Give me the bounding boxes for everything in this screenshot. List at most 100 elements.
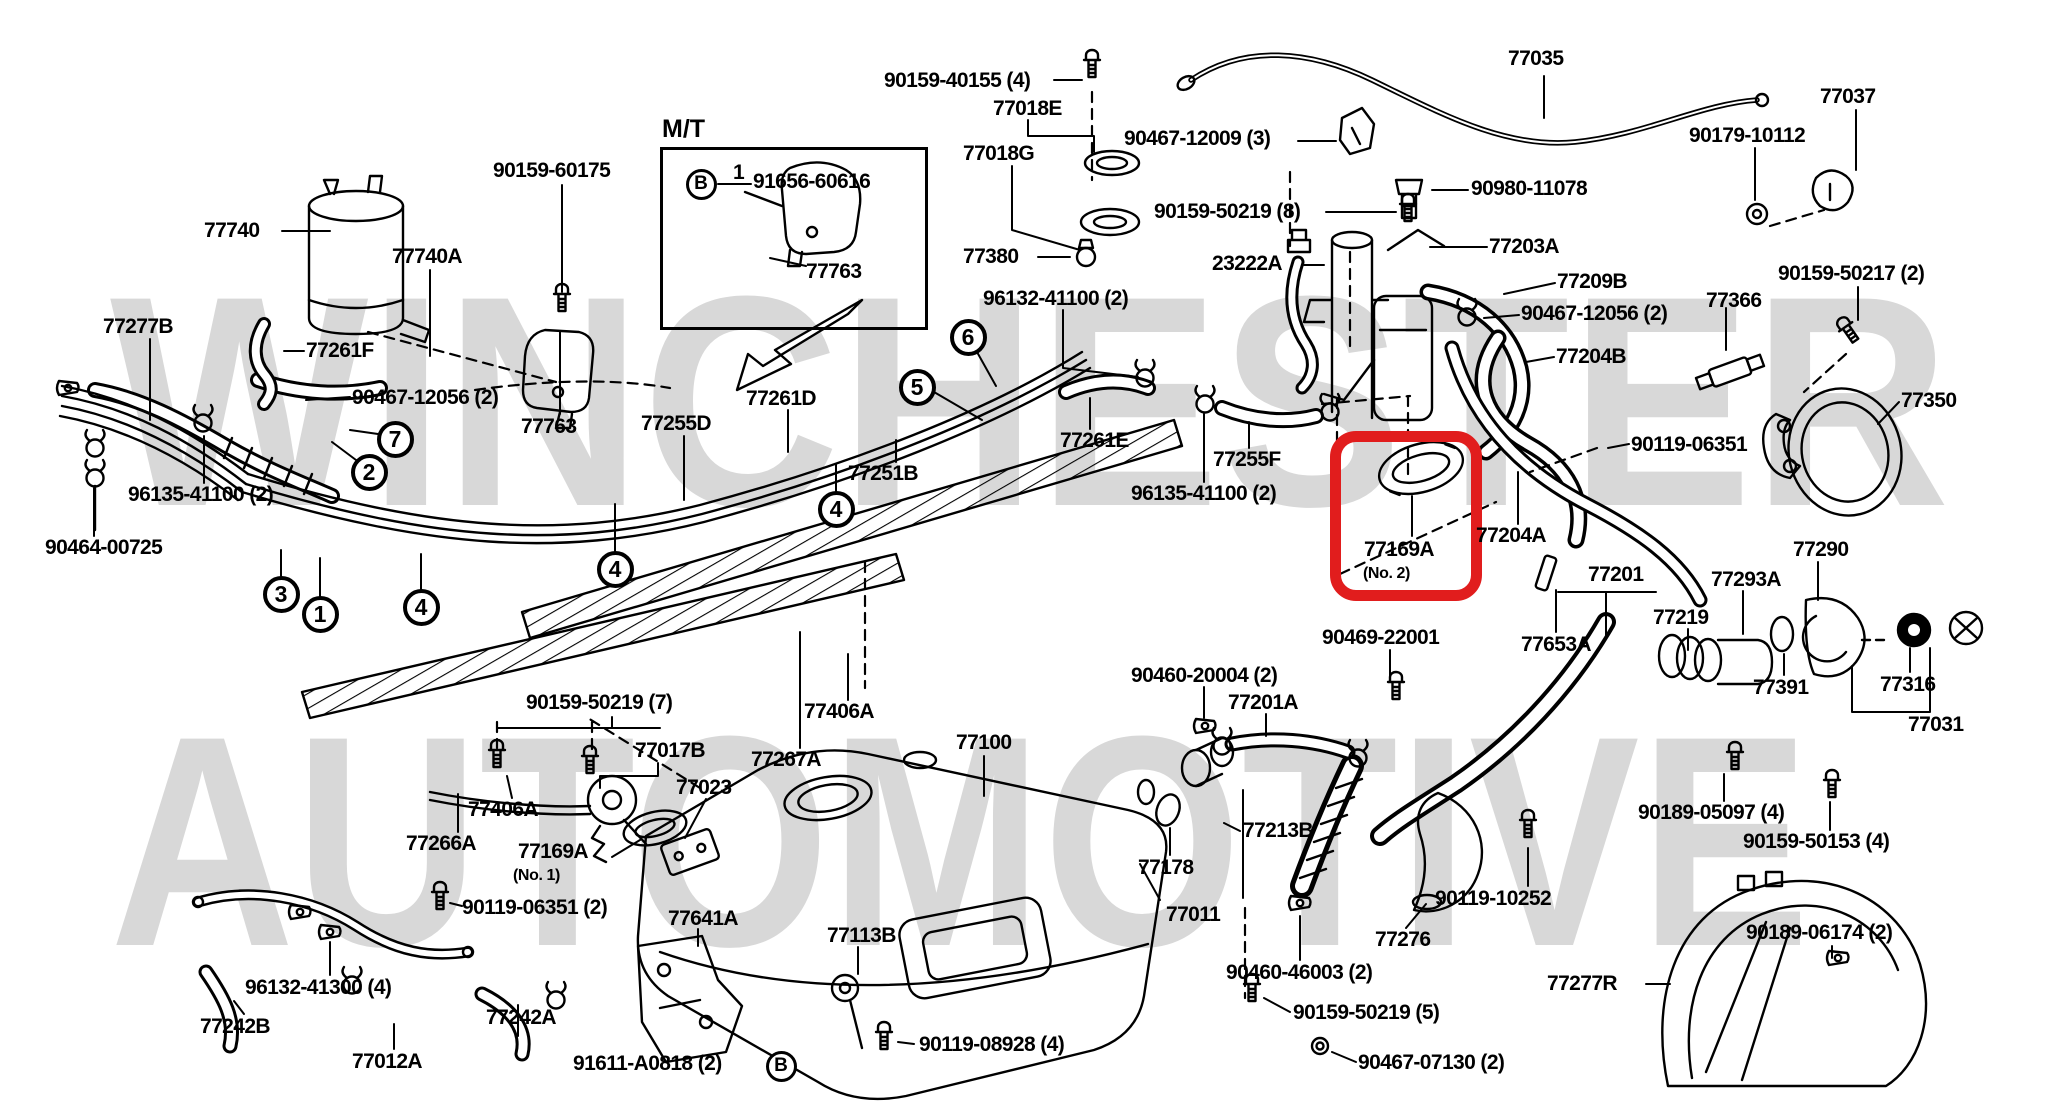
part-label-77169a: 77169A bbox=[518, 840, 589, 863]
watermark-line2: AUTOMOTIVE bbox=[110, 673, 1810, 1009]
part-label-77169a: 77169A bbox=[1364, 538, 1435, 561]
accelerator-cable-drawing bbox=[1176, 52, 1854, 226]
part-label-77290: 77290 bbox=[1793, 538, 1849, 561]
part-label-90980-11078: 90980-11078 bbox=[1471, 177, 1588, 200]
mt-inset-box bbox=[660, 147, 928, 330]
part-label-90467-12056-2: 90467-12056 (2) bbox=[1521, 302, 1668, 325]
part-label-90464-00725: 90464-00725 bbox=[45, 536, 163, 559]
part-label-96132-41300-4: 96132-41300 (4) bbox=[245, 976, 392, 999]
part-label-77251b: 77251B bbox=[848, 462, 919, 485]
part-label-77261d: 77261D bbox=[746, 387, 817, 410]
part-label-90159-50217-2: 90159-50217 (2) bbox=[1778, 262, 1925, 285]
part-label-77255f: 77255F bbox=[1213, 448, 1281, 471]
fuel-lines-drawing bbox=[58, 350, 1092, 545]
part-label-77266a: 77266A bbox=[406, 832, 477, 855]
part-label-90467-12009-3: 90467-12009 (3) bbox=[1124, 127, 1271, 150]
part-label-77213b: 77213B bbox=[1243, 819, 1314, 842]
inset-arrow bbox=[735, 298, 864, 392]
part-label-96132-41100-2: 96132-41100 (2) bbox=[983, 287, 1129, 310]
part-label-90467-07130-2: 90467-07130 (2) bbox=[1358, 1051, 1505, 1074]
part-label-77204b: 77204B bbox=[1556, 345, 1627, 368]
part-label-77740a: 77740A bbox=[392, 245, 463, 268]
part-label-77209b: 77209B bbox=[1557, 270, 1628, 293]
part-label-96135-41100-2: 96135-41100 (2) bbox=[128, 483, 274, 506]
part-label-90159-50153-4: 90159-50153 (4) bbox=[1743, 830, 1890, 853]
part-label-77023: 77023 bbox=[676, 776, 732, 799]
bracket-77641A-drawing bbox=[636, 934, 864, 1064]
pipe-protectors-drawing bbox=[300, 418, 1184, 720]
callout-circle-2: 2 bbox=[350, 453, 388, 491]
part-label-90119-06351-2: 90119-06351 (2) bbox=[462, 896, 608, 919]
part-label-77113b: 77113B bbox=[827, 924, 896, 947]
part-label-77203a: 77203A bbox=[1489, 235, 1560, 258]
callout-circle-3: 3 bbox=[262, 575, 300, 613]
part-label-77277r: 77277R bbox=[1547, 972, 1618, 995]
leader-lines bbox=[93, 75, 1931, 1063]
part-label-77641a: 77641A bbox=[668, 907, 739, 930]
callout-circle-1: 1 bbox=[301, 595, 339, 633]
part-label-77018g: 77018G bbox=[963, 142, 1035, 165]
callout-circle-7: 7 bbox=[376, 420, 414, 458]
part-label-77018e: 77018E bbox=[993, 97, 1062, 120]
part-label-77366: 77366 bbox=[1706, 289, 1762, 312]
part-label-77391: 77391 bbox=[1753, 676, 1809, 699]
part-label-90460-20004-2: 90460-20004 (2) bbox=[1131, 664, 1278, 687]
shield-77277R-drawing bbox=[1661, 870, 1928, 1088]
part-label-96135-41100-2: 96135-41100 (2) bbox=[1131, 482, 1277, 505]
part-label-77178: 77178 bbox=[1138, 856, 1194, 879]
part-label-90159-50219-7: 90159-50219 (7) bbox=[526, 691, 673, 714]
part-label-90159-60175: 90159-60175 bbox=[493, 159, 611, 182]
fuel-tank-drawing bbox=[636, 749, 1168, 1101]
part-label-90159-50219-5: 90159-50219 (5) bbox=[1293, 1001, 1440, 1024]
grommets-drawing bbox=[1075, 149, 1424, 268]
part-label-90119-10252: 90119-10252 bbox=[1435, 887, 1552, 910]
part-label-1: 1 bbox=[733, 161, 745, 184]
part-label-77653a: 77653A bbox=[1521, 633, 1592, 656]
part-label-no-2: (No. 2) bbox=[1363, 565, 1410, 582]
part-label-90460-46003-2: 90460-46003 (2) bbox=[1226, 961, 1373, 984]
pump-hoses-drawing bbox=[1419, 283, 1708, 608]
left-hoses-drawing bbox=[87, 317, 388, 504]
callout-circle-6: 6 bbox=[949, 318, 987, 356]
part-label-77201a: 77201A bbox=[1228, 691, 1299, 714]
part-label-77219: 77219 bbox=[1653, 606, 1709, 629]
canister-drawing bbox=[307, 174, 431, 344]
part-label-77293a: 77293A bbox=[1711, 568, 1782, 591]
part-label-90119-06351: 90119-06351 bbox=[1631, 433, 1748, 456]
part-label-77740: 77740 bbox=[204, 219, 260, 242]
callout-circle-4: 4 bbox=[402, 588, 440, 626]
part-label-77242a: 77242A bbox=[486, 1006, 557, 1029]
callout-circle-5: 5 bbox=[898, 368, 936, 406]
letter-callout-b: B bbox=[685, 168, 717, 200]
bottom-left-pipes-drawing bbox=[191, 889, 531, 1062]
part-label-90469-22001: 90469-22001 bbox=[1322, 626, 1440, 649]
mt-inset-label: M/T bbox=[662, 115, 706, 143]
part-label-77100: 77100 bbox=[956, 731, 1012, 754]
fuel-pump-bracket-drawing bbox=[521, 328, 595, 430]
part-label-77204a: 77204A bbox=[1476, 524, 1547, 547]
part-label-77037: 77037 bbox=[1820, 85, 1876, 108]
part-label-77011: 77011 bbox=[1166, 903, 1221, 926]
part-label-77763: 77763 bbox=[806, 260, 862, 283]
part-label-90189-05097-4: 90189-05097 (4) bbox=[1638, 801, 1785, 824]
part-label-90189-06174-2: 90189-06174 (2) bbox=[1746, 921, 1893, 944]
part-label-77261f: 77261F bbox=[306, 339, 374, 362]
part-label-77012a: 77012A bbox=[352, 1050, 423, 1073]
part-label-77380: 77380 bbox=[963, 245, 1019, 268]
part-label-90467-12056-2: 90467-12056 (2) bbox=[352, 386, 499, 409]
highlight-box bbox=[1330, 431, 1482, 601]
part-label-77316: 77316 bbox=[1880, 673, 1936, 696]
letter-callout-b: B bbox=[765, 1050, 797, 1082]
part-label-77035: 77035 bbox=[1508, 47, 1564, 70]
part-label-90119-08928-4: 90119-08928 (4) bbox=[919, 1033, 1065, 1056]
part-label-77350: 77350 bbox=[1901, 389, 1957, 412]
callout-circle-4: 4 bbox=[596, 550, 634, 588]
part-label-77276: 77276 bbox=[1375, 928, 1431, 951]
part-label-90159-50219-8: 90159-50219 (8) bbox=[1154, 200, 1301, 223]
cover-77350-drawing bbox=[1694, 353, 1903, 517]
part-label-77277b: 77277B bbox=[103, 315, 174, 338]
part-label-77201: 77201 bbox=[1588, 563, 1644, 586]
part-label-77261e: 77261E bbox=[1060, 429, 1129, 452]
part-label-91611-a0818-2: 91611-A0818 (2) bbox=[573, 1052, 722, 1075]
